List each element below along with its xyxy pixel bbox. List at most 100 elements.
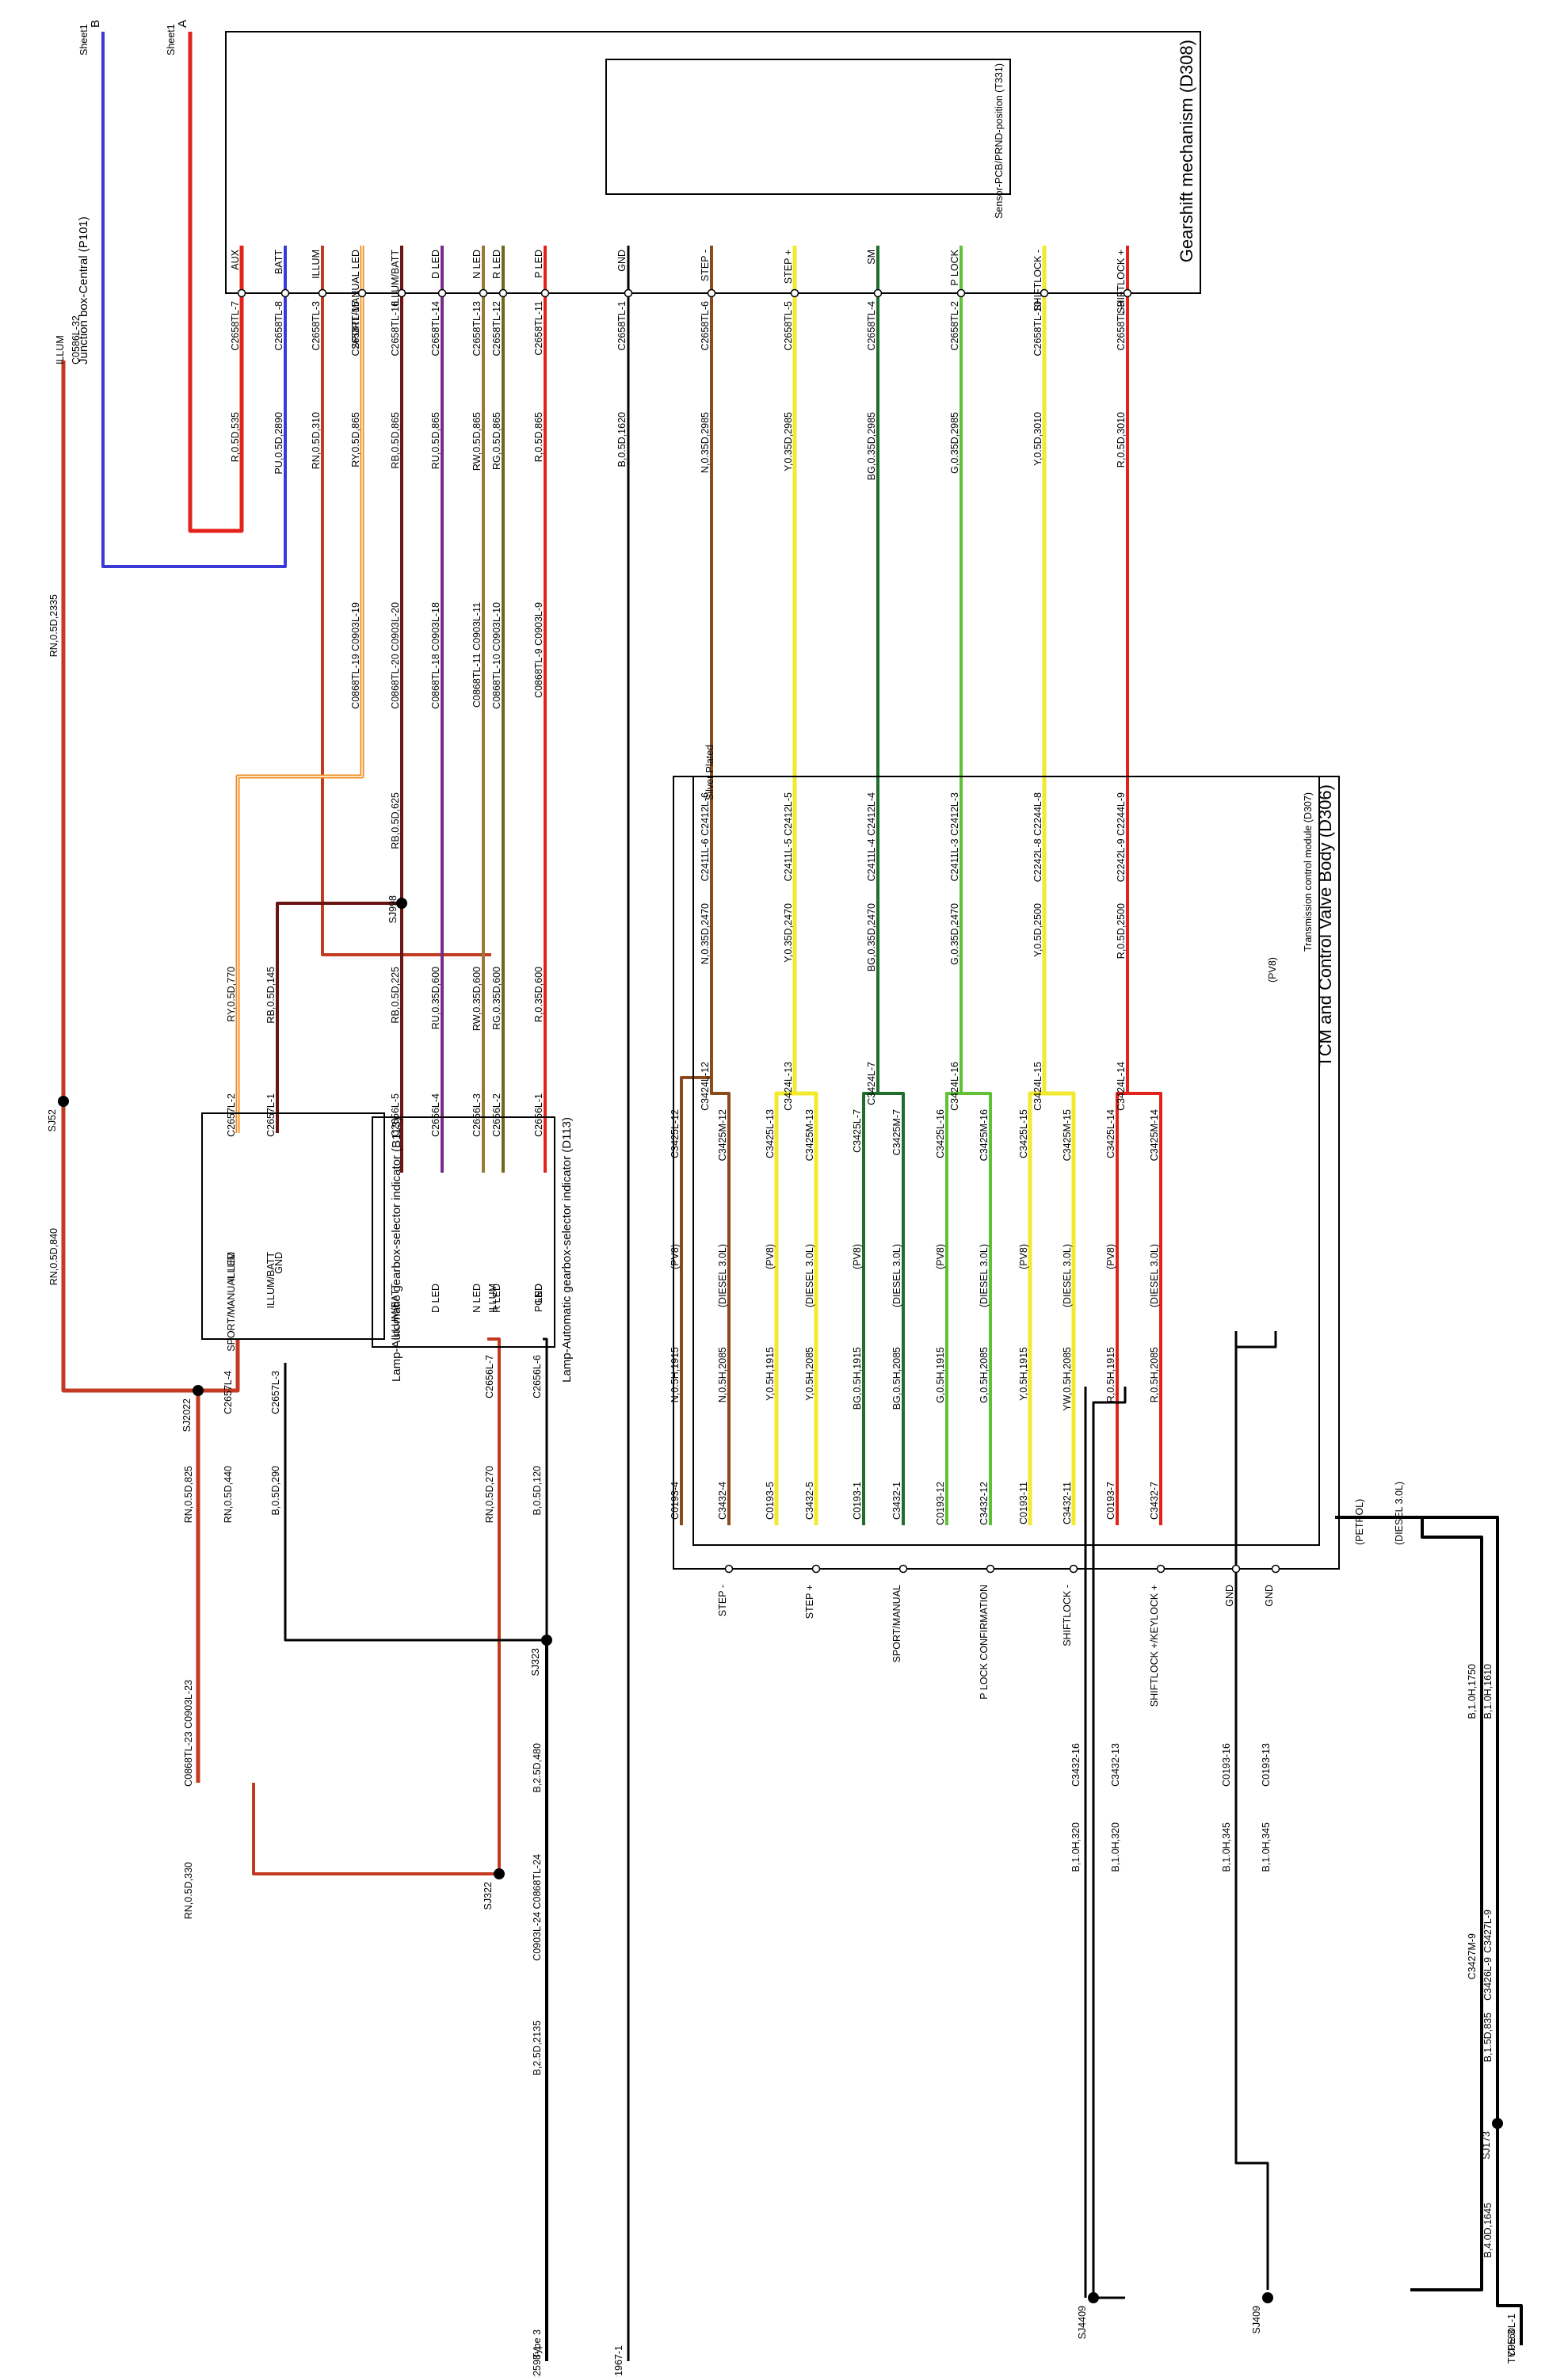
gearshift-pin-label: P LOCK (949, 249, 960, 285)
lower-label: RN,0.5D,440 (223, 1466, 234, 1523)
variant-label: (DIESEL 3.0L) (1062, 1244, 1073, 1307)
tcm-connector-label: C3432-5 (804, 1482, 815, 1520)
lower-label: C2656L-7 (484, 1355, 495, 1398)
tcm-pin-label: SPORT/MANUAL (891, 1585, 902, 1662)
wire-p-lock-b (961, 1092, 992, 1525)
variant-wire-label: G,0.5H,1915 (935, 1347, 946, 1403)
variant-connector-label: C3425M-16 (979, 1109, 990, 1161)
tcm-box (673, 776, 1340, 1570)
lamp-connector-label: C2656L-5 (390, 1093, 401, 1137)
variant-v8: (PV8) (1267, 957, 1278, 982)
inline2-connector-label: C3424L-13 (783, 1062, 794, 1111)
wire-tcm-gnd-3 (1092, 1387, 1127, 2299)
mid-wire-label: N,0.35D,2470 (700, 903, 711, 964)
tcm-connector-label: C0193-11 (1018, 1482, 1029, 1524)
gear-wire-label: Y,0.5D,3010 (1032, 412, 1043, 466)
variant-wire-label: Y,0.5H,1915 (765, 1347, 776, 1401)
right-label: C3432-13 (1110, 1743, 1121, 1787)
gearshift-title: Gearshift mechanism (D308) (1177, 40, 1196, 262)
lower-label: C1967-1 (613, 2345, 624, 2377)
variant-wire-label: R,0.5H,1915 (1105, 1347, 1116, 1402)
tcm-pin (1069, 1564, 1078, 1574)
splices (58, 898, 1503, 2303)
variant-connector-label: C3425L-12 (670, 1109, 681, 1158)
wires (61, 32, 1523, 2361)
right-label: B,1.0H,320 (1110, 1822, 1121, 1872)
right-label: C3427L-9 (1482, 1910, 1494, 1953)
variant-connector-label: C3425M-7 (891, 1109, 902, 1155)
tcm-pin (1156, 1564, 1166, 1574)
variant-wire-label: N,0.5H,1915 (670, 1347, 681, 1402)
gearshift-pin-label: BATT (273, 250, 284, 274)
right-label: C3427M-9 (1467, 1933, 1478, 1979)
inline-connector-label: C2411L-6 C2412L-6 (700, 792, 711, 881)
lower-label: C2657L-4 (223, 1371, 234, 1414)
right-label: C0193-13 (1261, 1743, 1272, 1787)
tcm-pin-label: STEP + (804, 1585, 815, 1619)
wire-sj2022-lamp (198, 1339, 240, 1393)
variant-wire-label: Y,0.5H,1915 (1018, 1347, 1029, 1401)
lamp1-pin-label: P LED (533, 1284, 544, 1312)
right-label: B,1.0H,345 (1261, 1822, 1272, 1872)
gear-wire-label: RN,0.5D,310 (311, 412, 322, 469)
gear-wire-label: Y,0.35D,2985 (783, 412, 794, 471)
wire-diesel-ground (1410, 1517, 1483, 2291)
led-wire-label: RB,0.5D,145 (265, 967, 277, 1024)
wire-shiftlock-plus (1116, 246, 1129, 1525)
gearshift-pin-label: SM (866, 250, 877, 265)
splice-sj4409 (1088, 2292, 1099, 2303)
gear-wire-label: BG,0.35D,2985 (866, 412, 877, 480)
lamp2-pin-label: ILLUM (226, 1252, 237, 1281)
junction-title: Junction box-Central (P101) (77, 216, 90, 364)
gear-connector-label: C2658TL-12 (491, 301, 502, 357)
tcm-connector-label: C0193-12 (935, 1482, 946, 1525)
inline-connector-label: C2242L-9 C2244L-9 (1116, 792, 1127, 882)
lamp-connector-label: C2657L-2 (226, 1093, 237, 1137)
labels: Gearshift mechanism (D308) Sensor-PCB/PR… (55, 20, 1405, 1545)
sheet-b-label: Sheet1 (78, 24, 90, 55)
inline-connector-label: C2411L-4 C2412L-4 (866, 792, 877, 881)
gearshift-pin-label: SHIFTLOCK - (1032, 250, 1043, 311)
variant-wire-label: N,0.5H,2085 (717, 1347, 728, 1402)
junction-wire-label: RN,0.5D,2335 (48, 594, 59, 657)
tcm-pin (986, 1564, 995, 1574)
gearshift-pin-label: D LED (430, 250, 441, 279)
inline2-connector-label: C3424L-14 (1116, 1062, 1127, 1111)
gear-wire-label: N,0.35D,2985 (700, 412, 711, 473)
variant-connector-label: C3425M-12 (717, 1109, 728, 1161)
gear-connector-label: C2658TL-15 (350, 301, 361, 357)
led-wire-label: RU,0.35D,600 (430, 967, 441, 1029)
variant-connector-label: C3425L-13 (765, 1109, 776, 1158)
variant-label: (DIESEL 3.0L) (717, 1244, 728, 1307)
right-label: TYPE 3 (1506, 2329, 1517, 2364)
wire-batt-sheet-b (101, 32, 287, 568)
sheet-a-letter: A (176, 20, 189, 28)
gearshift-pin-label: SPORT/MANUAL LED (350, 250, 361, 349)
lower-label: C2598-1 (532, 2345, 543, 2377)
variant-wire-label: Y,0.5H,2085 (804, 1347, 815, 1401)
right-label: B,1.0H,1610 (1482, 1664, 1494, 1719)
wire-tcm-gnd-1 (1234, 1331, 1277, 2290)
splice-sj998 (396, 898, 407, 909)
tcm-pin (811, 1564, 821, 1574)
right-label: C0560L-1 (1506, 2314, 1517, 2357)
wire-shiftlock-plus-b (1127, 1092, 1162, 1525)
tcm-connector-label: C0193-7 (1105, 1482, 1116, 1520)
variant-label: (PV8) (852, 1244, 863, 1269)
sheet-a-label: Sheet1 (166, 24, 177, 55)
variant-connector-label: C3425L-14 (1105, 1109, 1116, 1158)
variant-label: (PV8) (1105, 1244, 1116, 1269)
wire-step-minus-b (710, 1078, 731, 1525)
inline-connector-label: C2411L-5 C2412L-5 (783, 792, 794, 881)
gearshift-pin (873, 288, 883, 298)
tcm-connector-label: C3432-4 (717, 1482, 728, 1520)
led-wire-label: RW,0.35D,600 (471, 967, 483, 1031)
led-inline-label: C0868TL-9 C0903L-9 (533, 602, 544, 698)
right-label: C3426L-9 (1482, 1957, 1494, 2001)
mid-wire-label: Y,0.35D,2470 (783, 903, 794, 963)
wire-aux-sheet-a (188, 32, 244, 533)
variant-wire-label: R,0.5H,2085 (1149, 1347, 1160, 1402)
lower-label: C2656L-6 (532, 1355, 543, 1398)
sheet-b-letter: B (89, 20, 102, 28)
